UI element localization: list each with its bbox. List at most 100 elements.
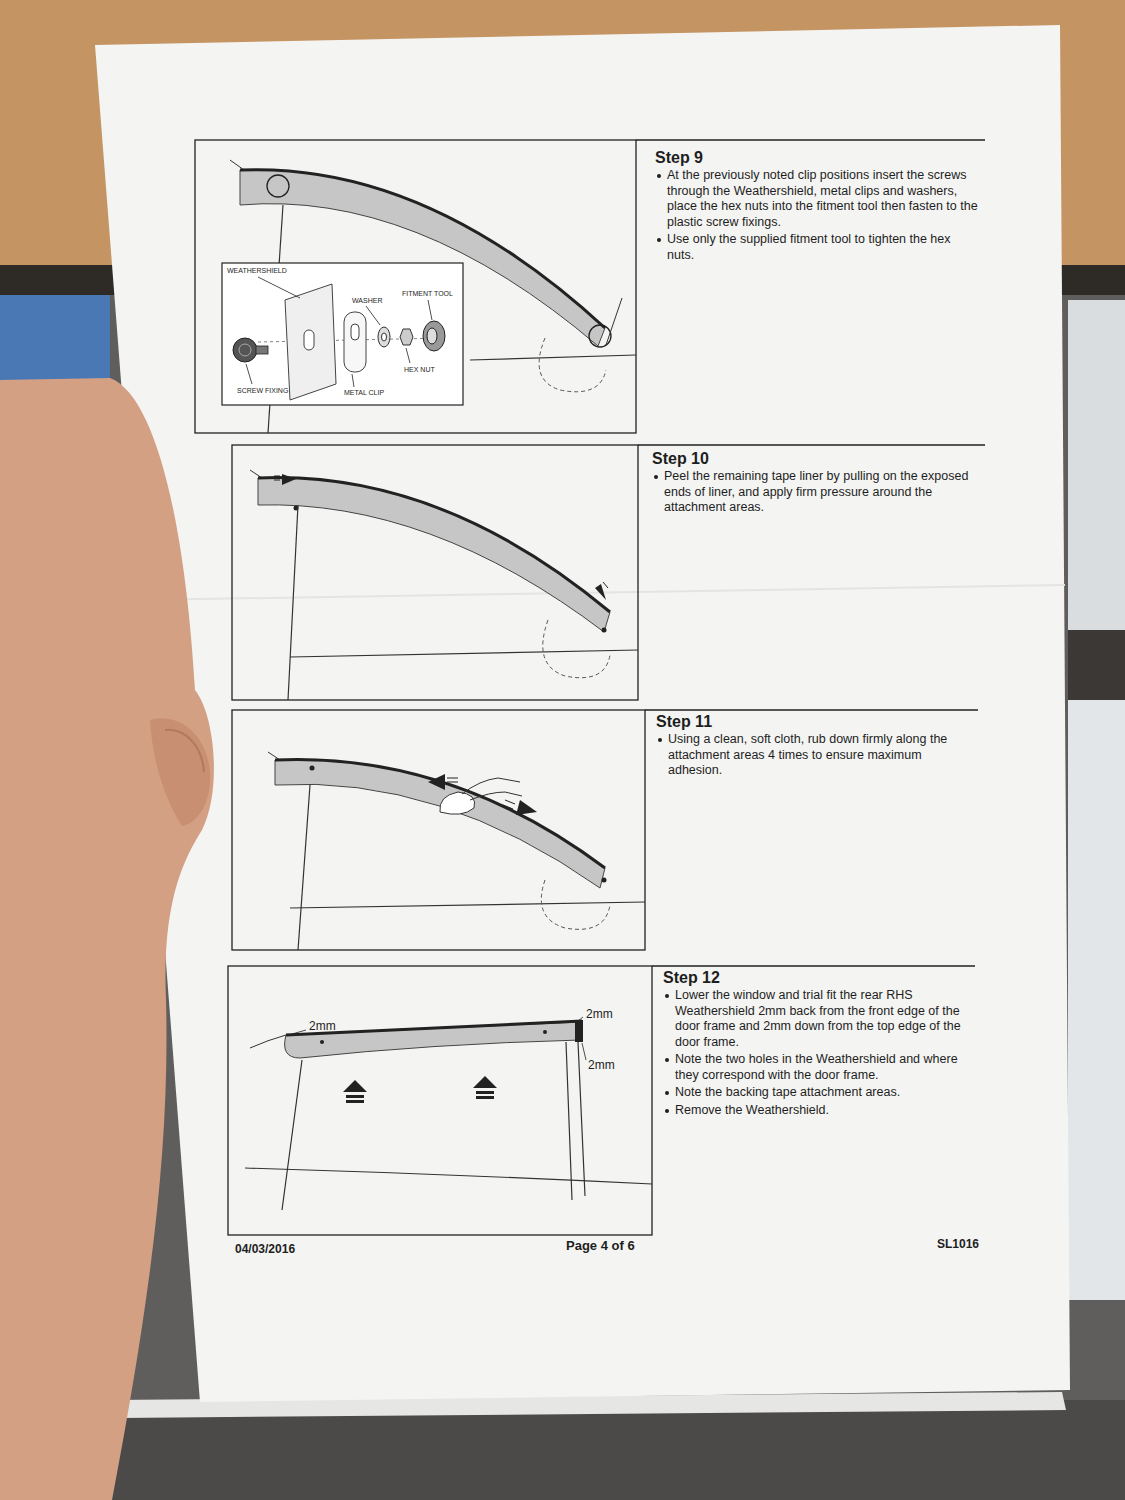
document-code: SL1016 <box>937 1237 979 1251</box>
leader-line <box>352 374 354 387</box>
hole-dot <box>320 1040 324 1044</box>
weathershield-edge <box>258 478 610 612</box>
bullet-item: Peel the remaining tape liner by pulling… <box>652 469 977 516</box>
step-heading: Step 10 <box>652 449 977 468</box>
hand <box>0 378 214 1500</box>
thumb <box>150 718 210 826</box>
weathershield <box>275 759 605 888</box>
plastic-drawer <box>1068 300 1125 630</box>
screw-head <box>233 338 257 362</box>
bullet-item: Using a clean, soft cloth, rub down firm… <box>656 732 976 779</box>
bullet-dot <box>665 994 669 998</box>
step-panel: Step 10Peel the remaining tape liner by … <box>232 445 990 700</box>
hole-dot <box>543 1030 547 1034</box>
paper-sheet <box>95 25 1070 1402</box>
step-text: Step 10Peel the remaining tape liner by … <box>652 449 977 518</box>
panel-rule <box>638 444 985 445</box>
washer-hole <box>382 333 387 341</box>
screw-shank <box>256 346 268 354</box>
leader-line <box>406 348 410 363</box>
leader-line <box>582 1043 586 1060</box>
plastic-drawer <box>1068 700 1125 1300</box>
leader-line <box>292 1030 306 1034</box>
rub-arrow <box>447 778 458 779</box>
frame-line <box>606 298 622 345</box>
bullet-item: Use only the supplied fitment tool to ti… <box>655 232 980 263</box>
instruction-text: Lower the window and trial fit the rear … <box>675 988 961 1049</box>
step-panel: Step 9At the previously noted clip posit… <box>195 140 990 433</box>
metal-clip <box>344 312 366 372</box>
leader-line <box>366 306 380 325</box>
leader-line <box>258 277 300 298</box>
door-pillar <box>288 505 298 700</box>
plate-slot <box>304 330 314 350</box>
mirror-outline <box>543 620 610 678</box>
instruction-text: Remove the Weathershield. <box>675 1103 829 1117</box>
pull-arrow <box>282 474 296 485</box>
pull-arrow <box>274 476 280 477</box>
belt-line <box>245 1168 652 1184</box>
rub-arrow <box>505 800 515 804</box>
thumbnail <box>165 730 204 772</box>
bullet-dot <box>665 1091 669 1095</box>
part-name: FITMENT TOOL <box>402 290 453 298</box>
panel-frame <box>228 966 652 1235</box>
belt-line <box>290 902 645 908</box>
mirror-outline <box>541 880 610 929</box>
rub-arrow <box>428 774 445 790</box>
shelf-gap <box>1068 630 1125 700</box>
footer-date: 04/03/2016 <box>235 1242 295 1256</box>
fitment-tool-socket <box>427 328 437 344</box>
step-text: Step 9At the previously noted clip posit… <box>655 148 980 265</box>
frame-line <box>250 1035 286 1048</box>
bullet-item: Remove the Weathershield. <box>663 1103 981 1119</box>
step10-door <box>250 470 638 700</box>
bullet-item: Note the backing tape attachment areas. <box>663 1085 981 1101</box>
hole-dot <box>310 766 315 771</box>
inset-frame <box>222 263 463 405</box>
bullet-dot <box>654 475 658 479</box>
hole-dot <box>602 628 607 633</box>
weathershield-end <box>575 1020 583 1042</box>
part-name: WEATHERSHIELD <box>227 267 287 275</box>
clip-circle <box>589 325 611 347</box>
hex-nut <box>400 329 413 345</box>
up-arrow <box>343 1080 367 1092</box>
page-number: Page 4 of 6 <box>566 1238 635 1254</box>
step-heading: Step 12 <box>663 968 981 987</box>
leader-line <box>428 300 432 320</box>
bullet-dot <box>665 1109 669 1113</box>
door-pillar <box>298 785 310 950</box>
part-name: SCREW FIXING <box>237 387 288 395</box>
washer <box>378 327 390 347</box>
up-arrow <box>476 1091 494 1094</box>
paper-fold <box>140 585 1065 600</box>
belt-line <box>470 355 636 360</box>
step-panel: Step 11Using a clean, soft cloth, rub do… <box>232 710 982 950</box>
dimension: 2mm <box>309 1019 336 1033</box>
bullet-item: Note the two holes in the Weathershield … <box>663 1052 981 1083</box>
up-arrow <box>346 1095 364 1098</box>
screw-head-ring <box>239 344 251 356</box>
up-arrow <box>346 1100 364 1103</box>
bullet-dot <box>658 738 662 742</box>
panel-frames <box>195 140 985 1235</box>
bullet-dot <box>657 238 661 242</box>
instruction-text: Note the two holes in the Weathershield … <box>675 1052 958 1082</box>
dimension: 2mm <box>586 1007 613 1021</box>
part-name: HEX NUT <box>404 366 435 374</box>
hole-dot <box>602 878 607 883</box>
dimension: 2mm <box>588 1058 615 1072</box>
step12-door <box>245 1017 652 1210</box>
part-name: METAL CLIP <box>344 389 384 397</box>
clip-slot <box>351 324 359 340</box>
instruction-text: At the previously noted clip positions i… <box>667 168 978 229</box>
fitment-tool <box>423 321 445 351</box>
up-arrow <box>476 1096 494 1099</box>
rub-arrow <box>447 782 458 783</box>
step-heading: Step 9 <box>655 148 980 167</box>
pull-arrow <box>274 480 280 481</box>
